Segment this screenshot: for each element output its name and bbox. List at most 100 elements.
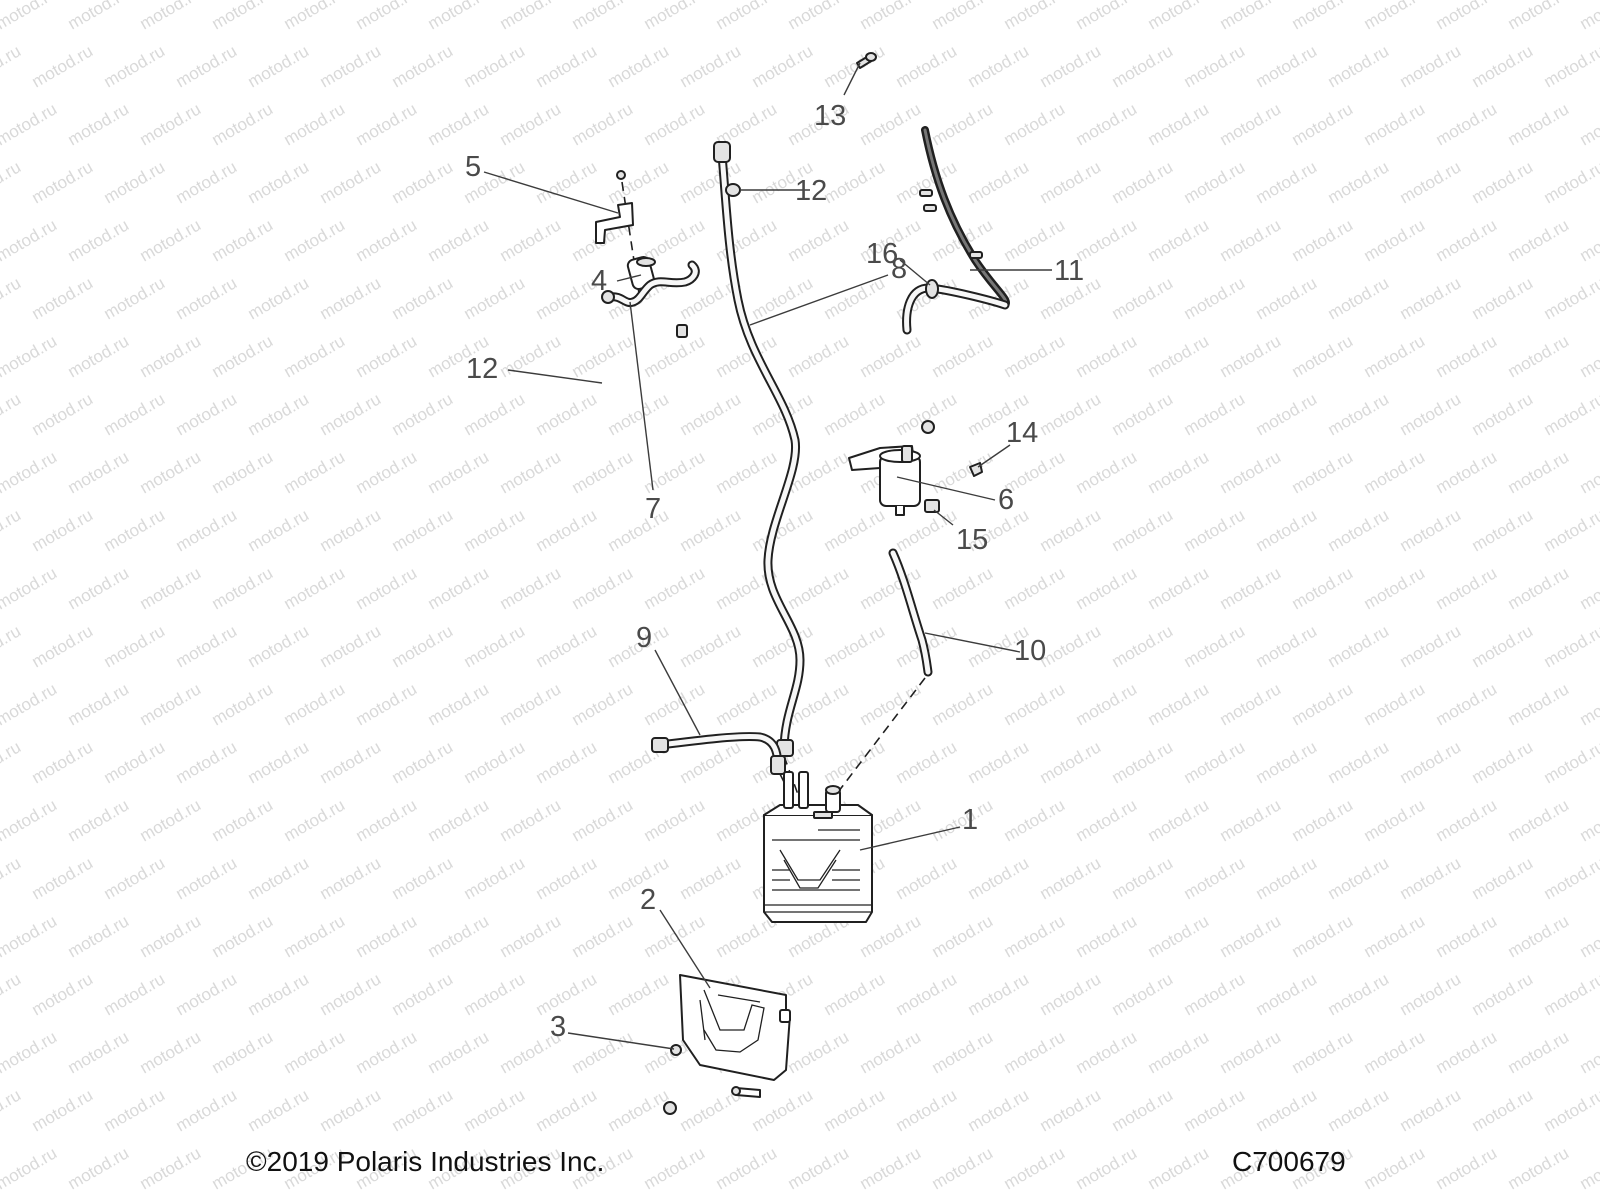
watermark-text: motod.ru (101, 273, 169, 323)
watermark-text: motod.ru (1361, 1143, 1429, 1193)
watermark-text: motod.ru (533, 737, 601, 787)
watermark-text: motod.ru (857, 0, 925, 33)
watermark-text: motod.ru (677, 157, 745, 207)
watermark-text: motod.ru (1001, 679, 1069, 729)
watermark-text: motod.ru (281, 99, 349, 149)
watermark-text: motod.ru (209, 331, 277, 381)
watermark-text: motod.ru (317, 389, 385, 439)
watermark-text: motod.ru (389, 389, 457, 439)
watermark-text: motod.ru (353, 1027, 421, 1077)
watermark-text: motod.ru (389, 505, 457, 555)
watermark-text: motod.ru (785, 1143, 853, 1193)
watermark-text: motod.ru (641, 0, 709, 33)
watermark-text: motod.ru (1325, 505, 1393, 555)
part-9-hose (651, 732, 801, 801)
watermark-text: motod.ru (1001, 795, 1069, 845)
watermark-text: motod.ru (533, 389, 601, 439)
watermark-text: motod.ru (0, 563, 60, 613)
part-11-vent-tube (919, 126, 1010, 309)
watermark-text: motod.ru (1001, 331, 1069, 381)
watermark-text: motod.ru (1145, 447, 1213, 497)
watermark-text: motod.ru (209, 0, 277, 33)
watermark-text: motod.ru (1109, 273, 1177, 323)
watermark-text: motod.ru (1253, 389, 1321, 439)
callout-4: 4 (591, 265, 607, 297)
watermark-text: motod.ru (1145, 795, 1213, 845)
watermark-text: motod.ru (1469, 1085, 1537, 1135)
watermark-text: motod.ru (857, 331, 925, 381)
watermark-text: motod.ru (245, 853, 313, 903)
watermark-text: motod.ru (1325, 389, 1393, 439)
watermark-text: motod.ru (569, 679, 637, 729)
watermark-text: motod.ru (1217, 679, 1285, 729)
watermark-text: motod.ru (317, 273, 385, 323)
watermark-text: motod.ru (353, 331, 421, 381)
part-3-fasteners (663, 1044, 761, 1115)
watermark-text: motod.ru (281, 679, 349, 729)
watermark-text: motod.ru (29, 853, 97, 903)
watermark-text: motod.ru (1361, 795, 1429, 845)
watermark-text: motod.ru (29, 41, 97, 91)
watermark-text: motod.ru (245, 621, 313, 671)
watermark-text: motod.ru (533, 969, 601, 1019)
watermark-text: motod.ru (389, 1085, 457, 1135)
watermark-text: motod.ru (1325, 41, 1393, 91)
callout-6: 6 (998, 484, 1014, 516)
watermark-text: motod.ru (1253, 853, 1321, 903)
watermark-text: motod.ru (677, 853, 745, 903)
watermark-text: motod.ru (137, 447, 205, 497)
watermark-text: motod.ru (1469, 853, 1537, 903)
watermark-text: motod.ru (1505, 447, 1573, 497)
watermark-text: motod.ru (1541, 157, 1600, 207)
callout-13: 13 (814, 100, 846, 132)
watermark-text: motod.ru (461, 1085, 529, 1135)
watermark-text: motod.ru (497, 911, 565, 961)
watermark-text: motod.ru (533, 157, 601, 207)
watermark-text: motod.ru (1397, 621, 1465, 671)
watermark-text: motod.ru (1181, 969, 1249, 1019)
watermark-text: motod.ru (317, 157, 385, 207)
watermark-text: motod.ru (65, 331, 133, 381)
watermark-text: motod.ru (245, 737, 313, 787)
watermark-text: motod.ru (1469, 505, 1537, 555)
watermark-text: motod.ru (353, 0, 421, 33)
watermark-text: motod.ru (677, 505, 745, 555)
watermark-text: motod.ru (461, 737, 529, 787)
watermark-text: motod.ru (1397, 969, 1465, 1019)
watermark-text: motod.ru (1073, 331, 1141, 381)
watermark-text: motod.ru (425, 563, 493, 613)
watermark-text: motod.ru (1577, 679, 1600, 729)
watermark-text: motod.ru (713, 0, 781, 33)
watermark-text: motod.ru (0, 0, 60, 33)
watermark-text: motod.ru (1217, 331, 1285, 381)
watermark-text: motod.ru (1541, 505, 1600, 555)
watermark-text: motod.ru (137, 215, 205, 265)
watermark-text: motod.ru (245, 969, 313, 1019)
watermark-text: motod.ru (1001, 1143, 1069, 1193)
watermark-text: motod.ru (101, 853, 169, 903)
watermark-text: motod.ru (1181, 389, 1249, 439)
watermark-text: motod.ru (1109, 737, 1177, 787)
watermark-text: motod.ru (0, 331, 60, 381)
watermark-text: motod.ru (785, 1027, 853, 1077)
watermark-text: motod.ru (605, 157, 673, 207)
watermark-text: motod.ru (1577, 911, 1600, 961)
watermark-text: motod.ru (785, 331, 853, 381)
watermark-text: motod.ru (1073, 447, 1141, 497)
watermark-text: motod.ru (965, 853, 1033, 903)
watermark-text: motod.ru (929, 447, 997, 497)
watermark-text: motod.ru (1253, 1085, 1321, 1135)
watermark-text: motod.ru (533, 41, 601, 91)
watermark-text: motod.ru (1073, 1027, 1141, 1077)
watermark-text: motod.ru (137, 795, 205, 845)
watermark-text: motod.ru (533, 621, 601, 671)
watermark-text: motod.ru (1361, 1027, 1429, 1077)
watermark-text: motod.ru (0, 99, 60, 149)
watermark-text: motod.ru (0, 911, 60, 961)
watermark-text: motod.ru (0, 215, 60, 265)
watermark-text: motod.ru (1037, 621, 1105, 671)
watermark-text: motod.ru (569, 563, 637, 613)
watermark-text: motod.ru (173, 853, 241, 903)
watermark-text: motod.ru (497, 795, 565, 845)
